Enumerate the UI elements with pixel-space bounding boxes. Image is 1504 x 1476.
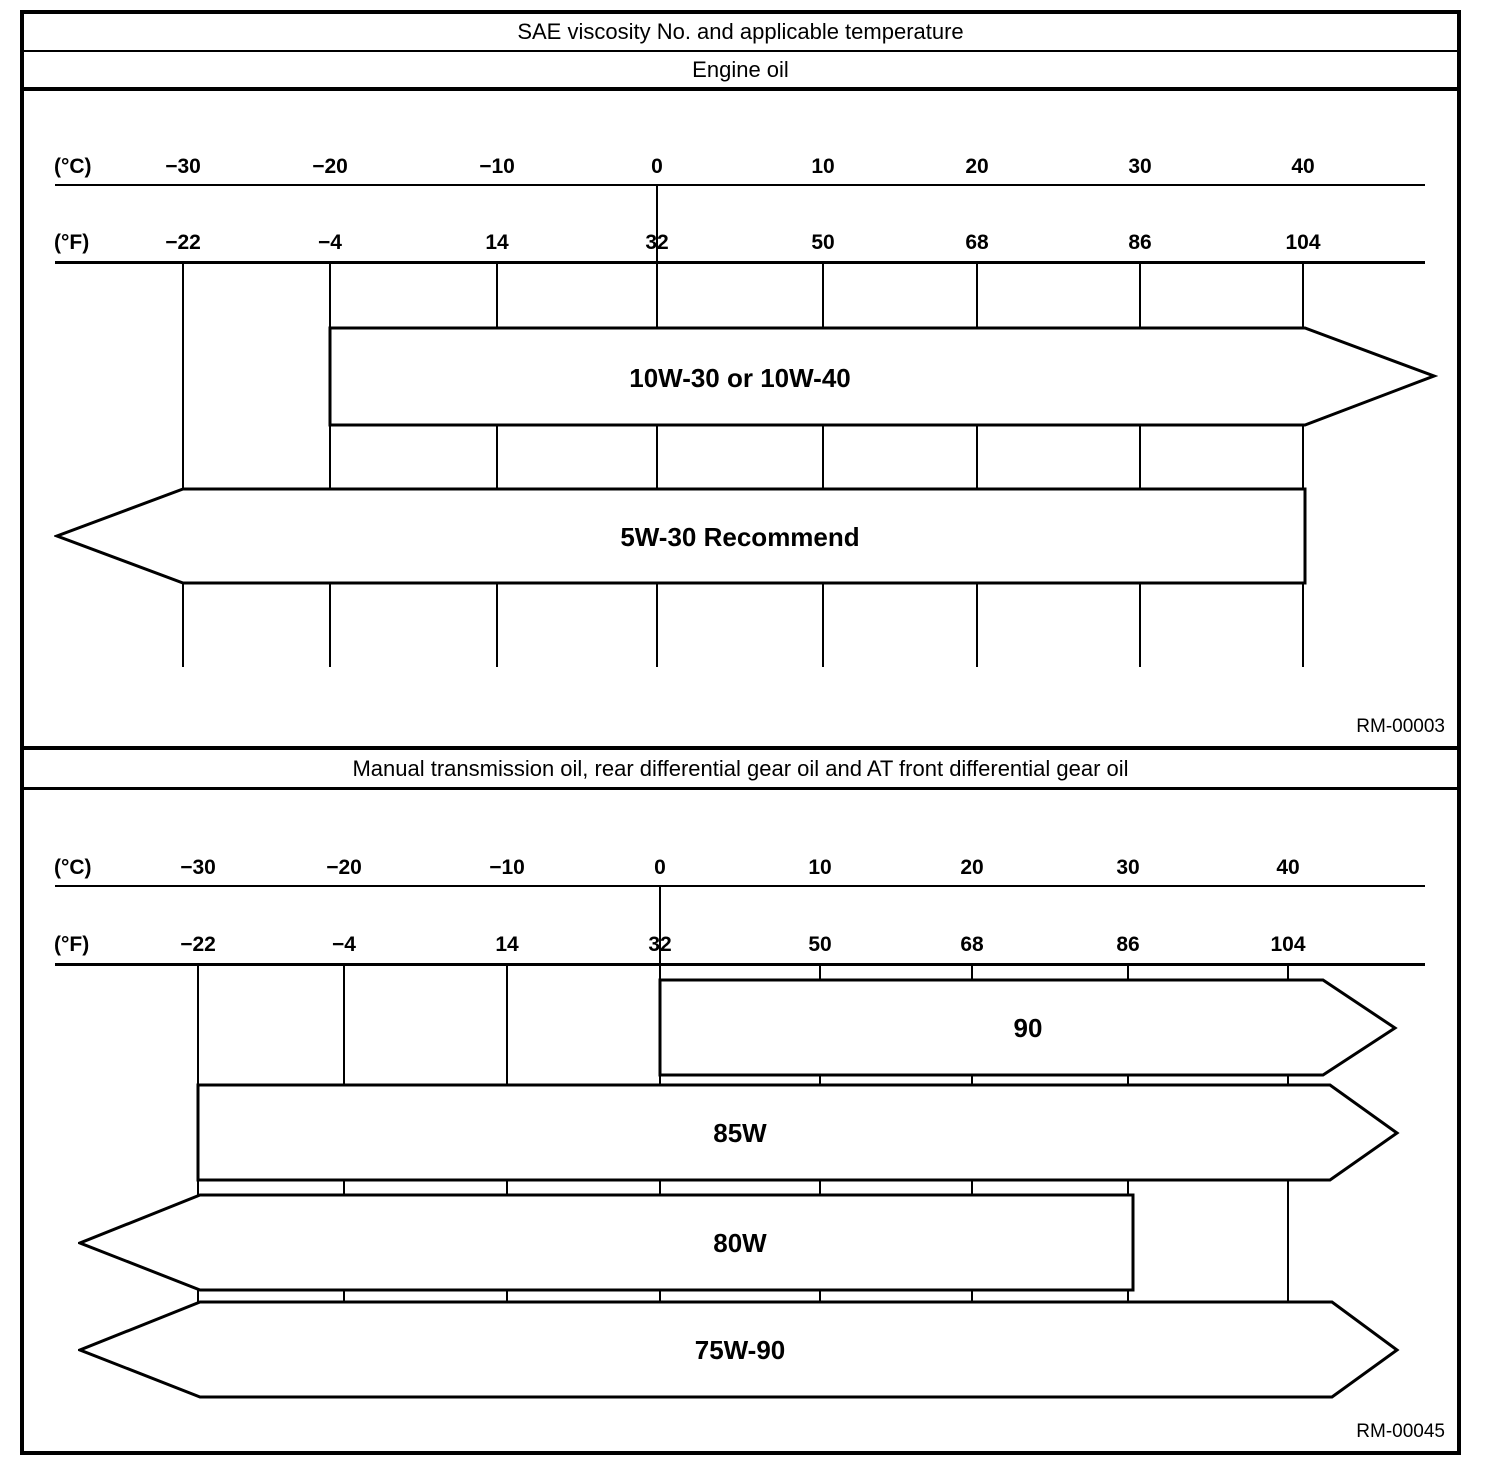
c-tick-label: 30 bbox=[1128, 155, 1152, 178]
zero-degree-connector-line bbox=[659, 885, 661, 966]
band-arrow-5w30 bbox=[54, 487, 1307, 585]
f-tick-label: 50 bbox=[808, 933, 832, 956]
c-tick-label: 40 bbox=[1291, 155, 1315, 178]
band-arrow-90 bbox=[658, 978, 1398, 1077]
f-tick-label: −4 bbox=[318, 231, 342, 254]
f-tick-label: 68 bbox=[965, 231, 989, 254]
f-tick-label: 86 bbox=[1116, 933, 1140, 956]
band-arrow-80w bbox=[78, 1193, 1135, 1292]
fahrenheit-axis-unit-label: (°F) bbox=[54, 231, 90, 254]
viscosity-table-frame: SAE viscosity No. and applicable tempera… bbox=[20, 10, 1461, 1455]
gear-oil-chart: (°C) −30 −20 −10 0 10 20 30 40 (°F) −22 … bbox=[24, 790, 1457, 1451]
figure-ref-code: RM-00003 bbox=[1356, 716, 1445, 737]
grid-line bbox=[656, 261, 658, 667]
c-tick-label: −30 bbox=[180, 856, 216, 879]
f-tick-label: −22 bbox=[165, 231, 201, 254]
celsius-axis-line bbox=[55, 184, 1425, 186]
f-tick-label: 104 bbox=[1285, 231, 1321, 254]
c-tick-label: −20 bbox=[326, 856, 362, 879]
grid-line bbox=[976, 261, 978, 667]
band-label-10w30-10w40: 10W-30 or 10W-40 bbox=[629, 363, 851, 393]
band-arrow-85w bbox=[196, 1083, 1400, 1182]
f-tick-label: 14 bbox=[495, 933, 519, 956]
grid-line bbox=[1139, 261, 1141, 667]
c-tick-label: 20 bbox=[960, 856, 984, 879]
f-tick-label: −22 bbox=[180, 933, 216, 956]
band-label-5w30: 5W-30 Recommend bbox=[620, 522, 860, 552]
band-arrow-75w90 bbox=[78, 1300, 1400, 1399]
c-tick-label: 30 bbox=[1116, 856, 1140, 879]
band-label-85w: 85W bbox=[713, 1118, 767, 1148]
celsius-axis-unit-label: (°C) bbox=[54, 155, 92, 178]
c-tick-label: 40 bbox=[1276, 856, 1300, 879]
band-label-75w90: 75W-90 bbox=[694, 1335, 786, 1365]
table-title: SAE viscosity No. and applicable tempera… bbox=[24, 14, 1457, 52]
celsius-axis-line bbox=[55, 885, 1425, 887]
fahrenheit-axis-line bbox=[55, 963, 1425, 966]
band-label-90: 90 bbox=[1013, 1013, 1043, 1043]
f-tick-label: 86 bbox=[1128, 231, 1152, 254]
c-tick-label: −10 bbox=[489, 856, 525, 879]
c-tick-label: 0 bbox=[654, 856, 666, 879]
c-tick-label: 10 bbox=[808, 856, 832, 879]
c-tick-label: 0 bbox=[651, 155, 663, 178]
figure-ref-code: RM-00045 bbox=[1356, 1421, 1445, 1442]
c-tick-label: 20 bbox=[965, 155, 989, 178]
f-tick-label: 50 bbox=[811, 231, 835, 254]
grid-line bbox=[496, 261, 498, 667]
celsius-axis-unit-label: (°C) bbox=[54, 856, 92, 879]
f-tick-label: 32 bbox=[648, 933, 672, 956]
f-tick-label: 14 bbox=[485, 231, 509, 254]
zero-degree-connector-line bbox=[656, 184, 658, 264]
grid-line bbox=[1302, 261, 1304, 667]
band-label-80w: 80W bbox=[713, 1228, 767, 1258]
grid-line bbox=[822, 261, 824, 667]
f-tick-label: 104 bbox=[1270, 933, 1306, 956]
engine-oil-section-title: Engine oil bbox=[24, 52, 1457, 91]
f-tick-label: 68 bbox=[960, 933, 984, 956]
c-tick-label: −30 bbox=[165, 155, 201, 178]
fahrenheit-axis-line bbox=[55, 261, 1425, 264]
fahrenheit-axis-unit-label: (°F) bbox=[54, 933, 90, 956]
band-arrow-10w30-10w40 bbox=[328, 326, 1438, 427]
f-tick-label: −4 bbox=[332, 933, 356, 956]
c-tick-label: 10 bbox=[811, 155, 835, 178]
c-tick-label: −10 bbox=[479, 155, 515, 178]
c-tick-label: −20 bbox=[312, 155, 348, 178]
grid-line bbox=[329, 261, 331, 667]
engine-oil-chart: (°C) −30 −20 −10 0 10 20 30 40 (°F) −22 … bbox=[24, 91, 1457, 750]
f-tick-label: 32 bbox=[645, 231, 669, 254]
grid-line bbox=[182, 261, 184, 667]
gear-oil-section-title: Manual transmission oil, rear differenti… bbox=[24, 750, 1457, 790]
